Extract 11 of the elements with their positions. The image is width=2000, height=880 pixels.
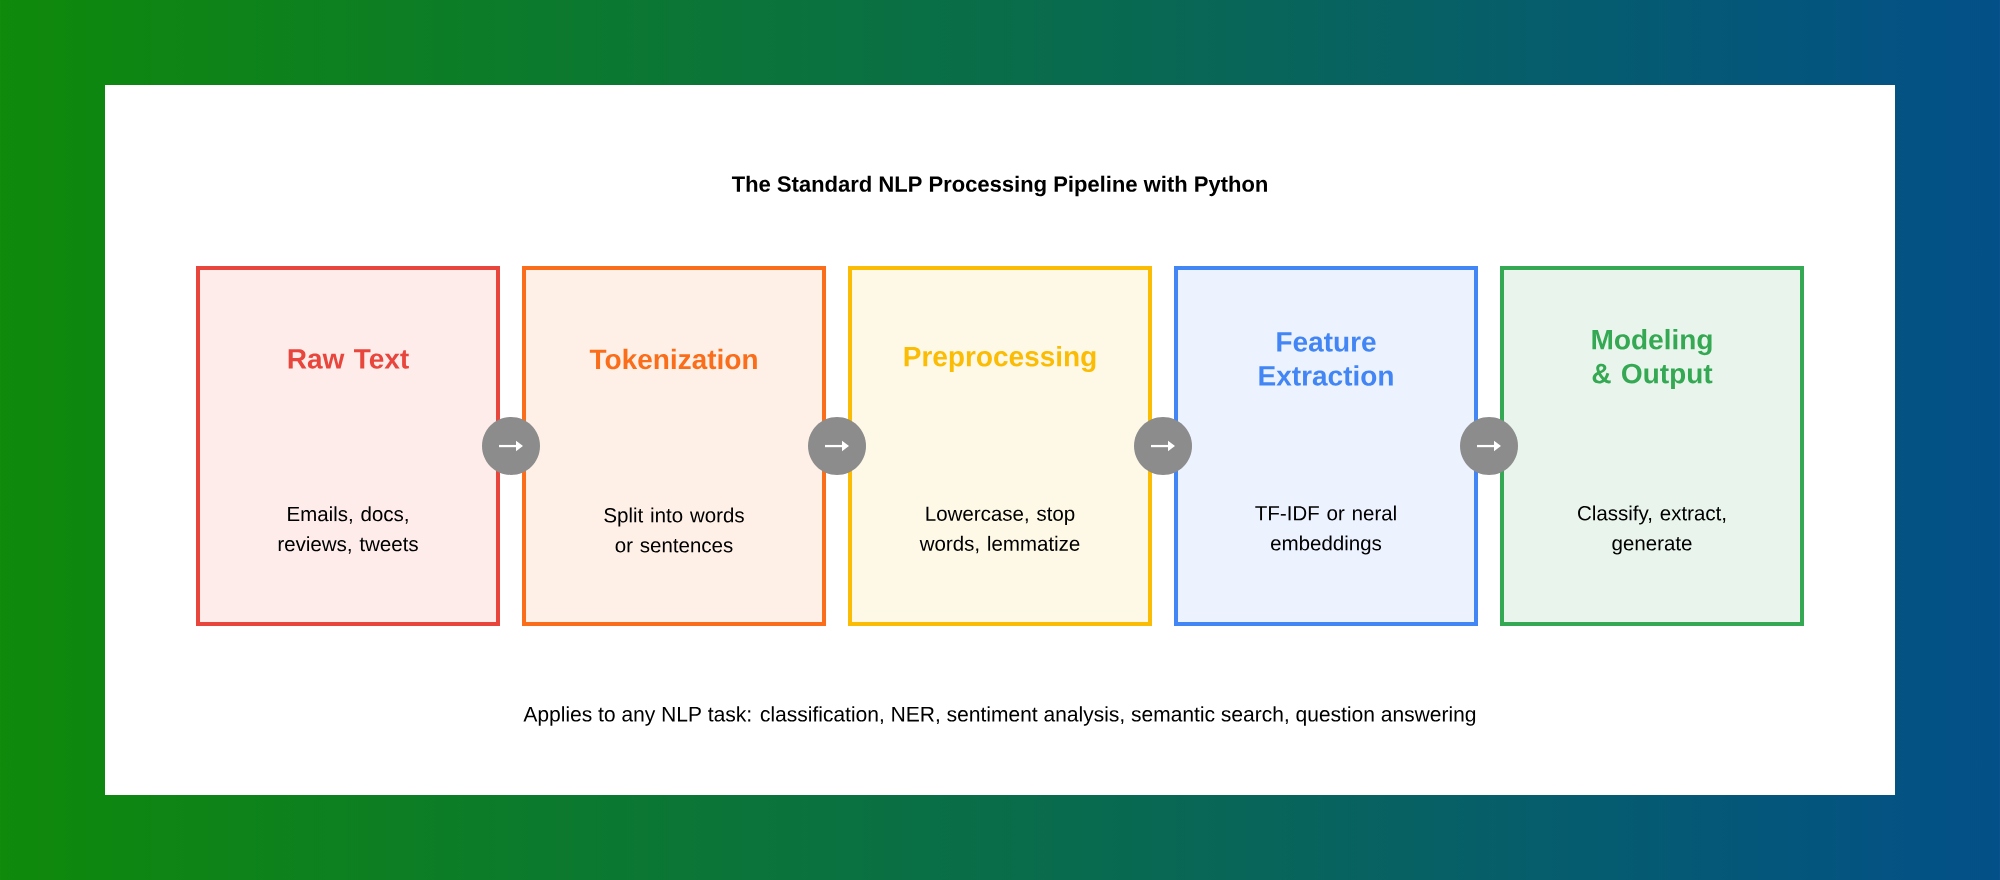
caption: Applies to any NLP task: classification, NER, sentiment analysis, semantic search, question answering (523, 706, 1476, 726)
process-box: Feature Extraction TF-IDF or neral embeddings (1174, 266, 1478, 626)
process-box: Raw Text Emails, docs, reviews, tweets (196, 266, 500, 626)
arrow (1460, 417, 1518, 475)
arrow (482, 417, 540, 475)
arrow (808, 417, 866, 475)
process-box: Tokenization Split into words or sentences (522, 266, 826, 626)
arrow (1134, 417, 1192, 475)
process-box: Preprocessing Lowercase, stop words, lemmatize (848, 266, 1152, 626)
title: The Standard NLP Processing Pipeline with Python (731, 175, 1267, 197)
process-box: Modeling & Output Classify, extract, generate (1500, 266, 1804, 626)
